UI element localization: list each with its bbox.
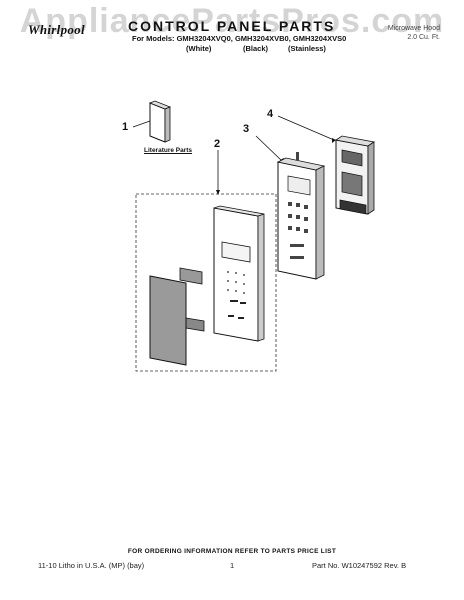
leader-line-3 xyxy=(255,135,283,162)
watermark: AppliancePartsPros.com xyxy=(19,2,445,40)
callout-3: 3 xyxy=(243,123,250,135)
variant-white: (White) xyxy=(186,44,212,53)
footer-part-number: Part No. W10247592 Rev. B xyxy=(312,561,407,570)
brand-logo: Whirlpool xyxy=(28,22,85,37)
part-1-literature xyxy=(132,100,172,143)
ordering-note: FOR ORDERING INFORMATION REFER TO PARTS … xyxy=(127,548,337,555)
callout-4: 4 xyxy=(267,108,274,120)
variant-stainless: (Stainless) xyxy=(288,44,326,53)
part-2-control-panel xyxy=(135,150,277,372)
product-capacity: 2.0 Cu. Ft. xyxy=(407,34,440,41)
leader-line-4 xyxy=(277,115,335,141)
literature-parts-label: Literature Parts xyxy=(144,147,193,154)
variant-black: (Black) xyxy=(243,44,269,53)
part-4-control-board xyxy=(277,115,376,215)
page-title: CONTROL PANEL PARTS xyxy=(128,18,336,34)
leader-line-1 xyxy=(132,120,151,128)
footer-litho: 11-10 Litho in U.S.A. (MP) (bay) xyxy=(38,561,145,570)
product-type: Microwave Hood xyxy=(387,25,440,32)
models-line: For Models: GMH3204XVQ0, GMH3204XVB0, GM… xyxy=(132,34,347,43)
callout-1: 1 xyxy=(122,121,129,133)
part-3-panel-housing xyxy=(255,135,326,280)
callout-2: 2 xyxy=(214,138,221,150)
footer-page-number: 1 xyxy=(230,561,235,570)
header-right: Microwave Hood 2.0 Cu. Ft. xyxy=(360,24,440,42)
